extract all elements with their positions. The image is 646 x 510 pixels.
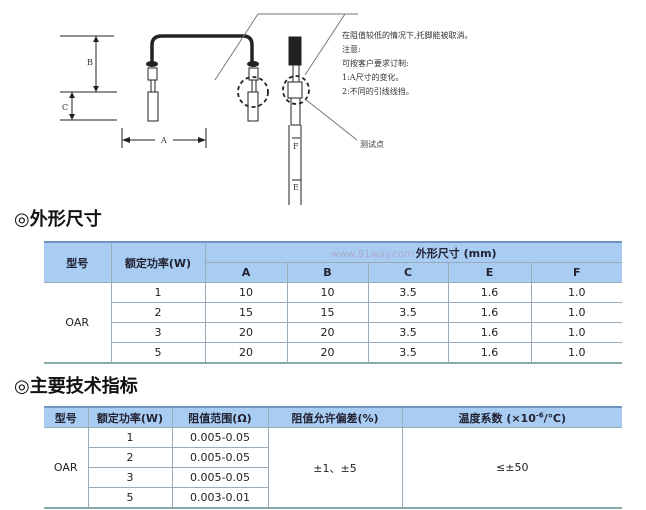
- cell: 0.005-0.05: [171, 447, 268, 468]
- cell: 3: [88, 467, 173, 488]
- cell: 1.0: [530, 302, 622, 323]
- dimensions-title: ◎外形尺寸: [14, 209, 102, 230]
- header-range: 阻值范围(Ω): [171, 406, 269, 428]
- label-test-point: 测试点: [360, 139, 384, 149]
- header-temp-coeff: 温度系数 (×10-6/℃): [401, 406, 622, 428]
- cell: 1: [87, 427, 173, 448]
- note-line: 在阻值较低的情况下,托脚能被取消。: [342, 30, 473, 40]
- header-a: A: [205, 262, 288, 283]
- cell: 20: [286, 322, 369, 343]
- cell: 10: [286, 282, 369, 303]
- cell: 3: [111, 322, 206, 343]
- cell: 5: [88, 487, 173, 509]
- cell: 1.6: [447, 282, 532, 303]
- watermark: www.91way.com: [330, 248, 414, 260]
- lead-arch: [150, 34, 254, 64]
- note-line: 1:A尺寸的变化。: [342, 72, 404, 82]
- cell: 3.5: [367, 282, 449, 303]
- specs-title: ◎主要技术指标: [14, 376, 138, 397]
- note-line: 可按客户要求订制:: [342, 58, 409, 68]
- label-b: B: [87, 58, 93, 67]
- header-tolerance: 阻值允许偏差(%): [267, 406, 403, 428]
- header-power: 额定功率(W): [87, 406, 173, 428]
- cell: 1.6: [447, 342, 532, 364]
- tolerance-cell: ±1、±5: [267, 427, 403, 509]
- cell: 3.5: [367, 322, 449, 343]
- label-a: A: [160, 136, 167, 145]
- note-line: 2:不同的引线线挡。: [342, 86, 414, 96]
- cell: 1.6: [447, 302, 532, 323]
- cell: 10: [204, 282, 288, 303]
- temp-coeff-cell: ≤±50: [401, 427, 622, 509]
- cell: 20: [286, 342, 369, 364]
- header-model: 型号: [44, 406, 89, 428]
- cell: 1: [110, 282, 206, 303]
- cell: 15: [286, 302, 369, 323]
- header-c: C: [367, 262, 449, 283]
- specs-table: 型号 额定功率(W) 阻值范围(Ω) 阻值允许偏差(%) 温度系数 (×10-6…: [44, 406, 622, 509]
- cell: 3.5: [367, 302, 449, 323]
- header-f: F: [530, 262, 622, 283]
- cell: 5: [111, 342, 206, 364]
- cell: 0.005-0.05: [171, 467, 268, 488]
- cell: 3.5: [367, 342, 449, 364]
- cell: 2: [88, 447, 173, 468]
- note-line: 注意:: [342, 44, 361, 54]
- header-model: 型号: [44, 241, 112, 283]
- cell: 15: [204, 302, 288, 323]
- header-e: E: [447, 262, 532, 283]
- header-power: 额定功率(W): [110, 241, 206, 283]
- label-f: F: [293, 142, 299, 151]
- cell: 20: [204, 342, 288, 364]
- resistor-dimension-diagram: B C A F E 测试点 在阻值较低的情况下,托脚能被取消。 注意: 可按客户…: [60, 13, 473, 205]
- cell: 0.005-0.05: [171, 427, 269, 448]
- model-cell: OAR: [44, 427, 89, 509]
- cell: 2: [111, 302, 206, 323]
- cell: 0.003-0.01: [171, 487, 268, 509]
- cell: 1.0: [530, 322, 622, 343]
- cell: 1.6: [447, 322, 532, 343]
- cell: 1.0: [530, 282, 622, 303]
- model-cell: OAR: [44, 282, 112, 364]
- cell: 1.0: [530, 342, 622, 364]
- label-e: E: [293, 183, 299, 192]
- label-c: C: [62, 103, 68, 112]
- cell: 20: [204, 322, 288, 343]
- header-b: B: [286, 262, 369, 283]
